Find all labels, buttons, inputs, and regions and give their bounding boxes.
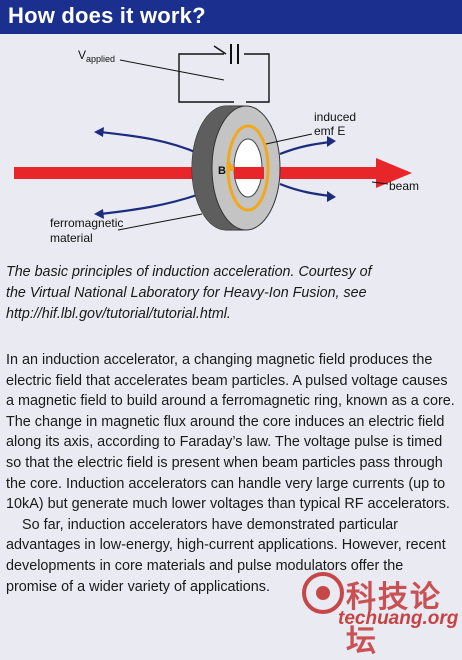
caption-line: The basic principles of induction accele… <box>6 264 372 280</box>
watermark-site: techuang.org <box>338 608 459 629</box>
article-body: In an induction accelerator, a changing … <box>6 350 458 597</box>
caption-line: the Virtual National Laboratory for Heav… <box>6 285 367 301</box>
vapplied-pointer <box>119 59 225 81</box>
capacitor-symbol <box>230 44 239 64</box>
figure-caption: The basic principles of induction accele… <box>6 262 458 325</box>
field-arrow-heads-right <box>327 136 336 202</box>
beam-arrow-head <box>376 158 412 188</box>
paragraph: So far, induction accelerators have demo… <box>6 516 446 595</box>
caption-line: http://hif.lbl.gov/tutorial/tutorial.htm… <box>6 306 231 322</box>
header-bar: How does it work? <box>0 0 462 34</box>
induction-diagram: Vapplied B induced emf E beam ferromagne… <box>14 44 419 245</box>
ferro-label-1: ferromagnetic <box>50 216 123 230</box>
vapplied-label: Vapplied <box>78 48 115 64</box>
b-label: B <box>218 165 226 177</box>
emf-ring-arrow <box>226 162 236 172</box>
watermark-emblem-icon <box>302 572 344 614</box>
paragraph: In an induction accelerator, a changing … <box>6 352 455 513</box>
ferro-label-2: material <box>50 231 93 245</box>
induced-label: induced <box>314 110 356 124</box>
beam-label: beam <box>389 179 419 193</box>
magnetic-field-lines-right <box>279 140 331 198</box>
emf-label: emf E <box>314 124 345 138</box>
ferro-pointer <box>117 213 203 231</box>
page-title: How does it work? <box>8 3 206 28</box>
emf-pointer <box>265 133 313 145</box>
beam-pointer <box>371 181 389 185</box>
beam-through-core <box>234 167 264 179</box>
field-arrow-heads-left <box>94 127 104 219</box>
watermark-logo: 科技论坛 techuang.org <box>298 568 462 659</box>
magnetic-field-lines-left <box>99 130 201 216</box>
circuit-wires <box>178 45 270 103</box>
